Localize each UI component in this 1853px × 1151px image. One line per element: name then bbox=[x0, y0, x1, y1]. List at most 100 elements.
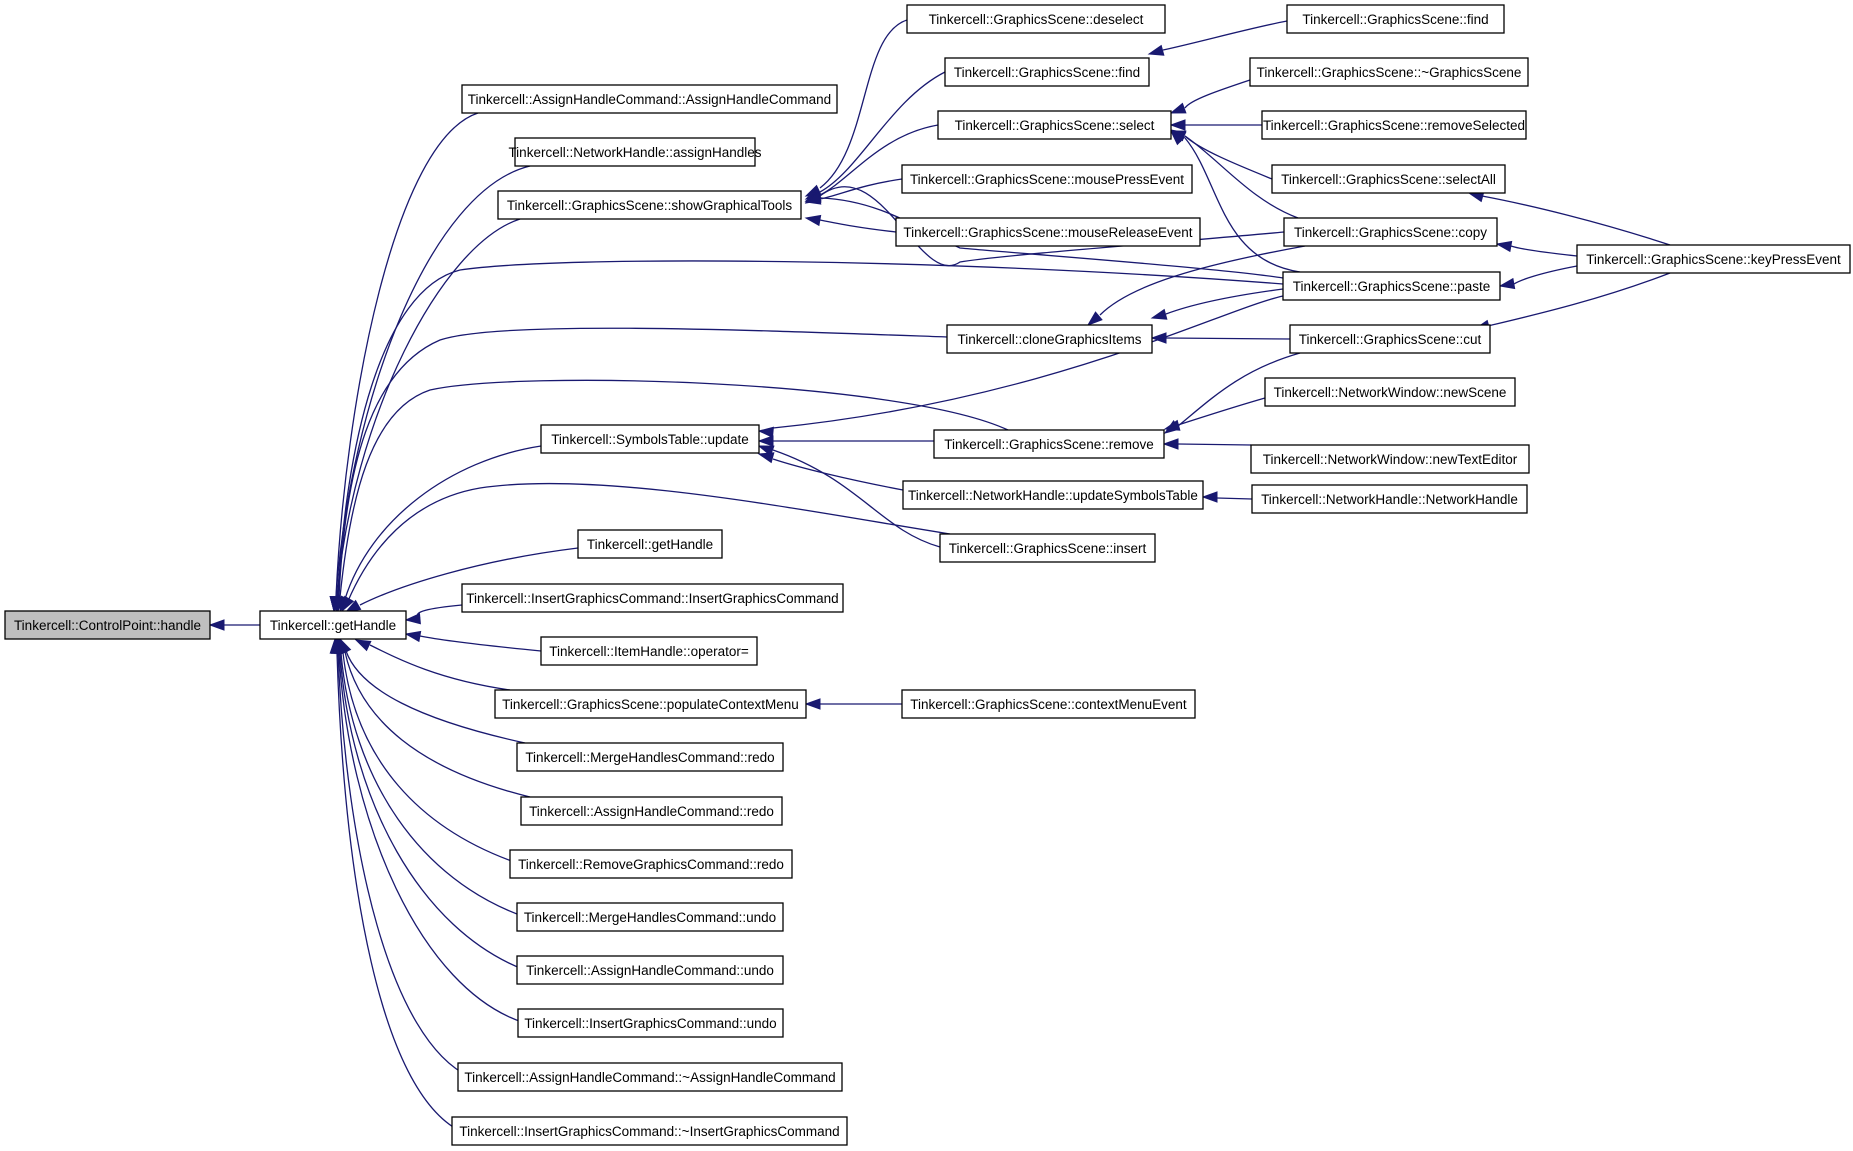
node-box[interactable] bbox=[895, 217, 1201, 247]
node-box[interactable] bbox=[1283, 217, 1498, 247]
node-box[interactable] bbox=[1264, 377, 1516, 407]
node-n22[interactable]: Tinkercell::NetworkWindow::newTextEditor bbox=[1250, 444, 1530, 474]
node-box[interactable] bbox=[1249, 57, 1529, 87]
edge-line bbox=[1184, 79, 1251, 109]
node-n5[interactable]: Tinkercell::GraphicsScene::deselect bbox=[906, 4, 1166, 34]
node-n8[interactable]: Tinkercell::GraphicsScene::mousePressEve… bbox=[901, 164, 1193, 194]
node-box[interactable] bbox=[516, 902, 784, 932]
node-n24[interactable]: Tinkercell::NetworkHandle::NetworkHandle bbox=[1251, 484, 1528, 514]
node-box[interactable] bbox=[906, 4, 1166, 34]
edge-line bbox=[344, 651, 531, 798]
node-n34[interactable]: Tinkercell::MergeHandlesCommand::undo bbox=[516, 902, 784, 932]
node-box[interactable] bbox=[1261, 110, 1527, 140]
node-n20[interactable]: Tinkercell::GraphicsScene::remove bbox=[933, 429, 1165, 459]
node-box[interactable] bbox=[516, 955, 784, 985]
node-box[interactable] bbox=[933, 429, 1165, 459]
node-n37[interactable]: Tinkercell::AssignHandleCommand::~Assign… bbox=[457, 1062, 843, 1092]
edge-n3-to-n1 bbox=[329, 165, 531, 613]
node-box[interactable] bbox=[494, 689, 807, 719]
node-n6[interactable]: Tinkercell::GraphicsScene::find bbox=[944, 57, 1150, 87]
node-box[interactable] bbox=[1289, 324, 1491, 354]
root-node-box[interactable] bbox=[4, 610, 211, 640]
edge-line bbox=[335, 165, 531, 598]
node-box[interactable] bbox=[1576, 244, 1851, 274]
node-n33[interactable]: Tinkercell::RemoveGraphicsCommand::redo bbox=[509, 849, 793, 879]
node-box[interactable] bbox=[540, 424, 760, 454]
node-box[interactable] bbox=[520, 796, 783, 826]
node-n4[interactable]: Tinkercell::GraphicsScene::showGraphical… bbox=[497, 190, 802, 220]
node-n7[interactable]: Tinkercell::GraphicsScene::select bbox=[937, 110, 1172, 140]
node-box[interactable] bbox=[1250, 444, 1530, 474]
node-n0[interactable]: Tinkercell::ControlPoint::handle bbox=[4, 610, 211, 640]
node-n12[interactable]: Tinkercell::GraphicsScene::removeSelecte… bbox=[1261, 110, 1527, 140]
node-n38[interactable]: Tinkercell::InsertGraphicsCommand::~Inse… bbox=[451, 1116, 848, 1146]
node-n15[interactable]: Tinkercell::GraphicsScene::paste bbox=[1282, 271, 1501, 301]
node-n17[interactable]: Tinkercell::GraphicsScene::keyPressEvent bbox=[1576, 244, 1851, 274]
node-box[interactable] bbox=[1286, 4, 1505, 34]
node-box[interactable] bbox=[540, 636, 758, 666]
node-n18[interactable]: Tinkercell::cloneGraphicsItems bbox=[946, 324, 1153, 354]
node-label: Tinkercell::getHandle bbox=[270, 618, 396, 633]
node-n11[interactable]: Tinkercell::GraphicsScene::~GraphicsScen… bbox=[1249, 57, 1529, 87]
arrowhead-icon bbox=[1169, 102, 1187, 114]
node-n25[interactable]: Tinkercell::GraphicsScene::insert bbox=[939, 533, 1156, 563]
arrowhead-icon bbox=[1150, 332, 1167, 344]
edge-n27-to-n1 bbox=[404, 604, 463, 625]
node-box[interactable] bbox=[902, 480, 1204, 510]
node-n23[interactable]: Tinkercell::NetworkHandle::updateSymbols… bbox=[902, 480, 1204, 510]
node-n9[interactable]: Tinkercell::GraphicsScene::mouseReleaseE… bbox=[895, 217, 1201, 247]
node-label: Tinkercell::GraphicsScene::populateConte… bbox=[502, 697, 799, 712]
node-n28[interactable]: Tinkercell::ItemHandle::operator= bbox=[540, 636, 758, 666]
node-box[interactable] bbox=[946, 324, 1153, 354]
node-box[interactable] bbox=[944, 57, 1150, 87]
node-n10[interactable]: Tinkercell::GraphicsScene::find bbox=[1286, 4, 1505, 34]
node-box[interactable] bbox=[1251, 484, 1528, 514]
node-box[interactable] bbox=[514, 137, 756, 167]
node-box[interactable] bbox=[937, 110, 1172, 140]
node-box[interactable] bbox=[461, 583, 844, 613]
node-box[interactable] bbox=[1282, 271, 1501, 301]
node-n1[interactable]: Tinkercell::getHandle bbox=[259, 610, 407, 640]
arrowhead-icon bbox=[1498, 277, 1516, 290]
arrowhead-icon bbox=[757, 435, 774, 447]
node-n13[interactable]: Tinkercell::GraphicsScene::selectAll bbox=[1271, 164, 1506, 194]
node-box[interactable] bbox=[939, 533, 1156, 563]
node-box[interactable] bbox=[516, 742, 784, 772]
node-box[interactable] bbox=[509, 849, 793, 879]
node-n26[interactable]: Tinkercell::getHandle bbox=[577, 529, 723, 559]
edge-line bbox=[336, 652, 461, 1132]
node-n31[interactable]: Tinkercell::MergeHandlesCommand::redo bbox=[516, 742, 784, 772]
node-n14[interactable]: Tinkercell::GraphicsScene::copy bbox=[1283, 217, 1498, 247]
arrowhead-icon bbox=[804, 214, 822, 227]
node-n19[interactable]: Tinkercell::SymbolsTable::update bbox=[540, 424, 760, 454]
node-label: Tinkercell::MergeHandlesCommand::undo bbox=[524, 910, 776, 925]
node-label: Tinkercell::GraphicsScene::remove bbox=[944, 437, 1154, 452]
node-box[interactable] bbox=[259, 610, 407, 640]
edge-line bbox=[772, 295, 1284, 429]
node-n27[interactable]: Tinkercell::InsertGraphicsCommand::Inser… bbox=[461, 583, 844, 613]
node-n35[interactable]: Tinkercell::AssignHandleCommand::undo bbox=[516, 955, 784, 985]
edge-n17-to-n16 bbox=[1473, 272, 1671, 331]
node-n29[interactable]: Tinkercell::GraphicsScene::populateConte… bbox=[494, 689, 807, 719]
node-n3[interactable]: Tinkercell::NetworkHandle::assignHandles bbox=[508, 137, 762, 167]
node-box[interactable] bbox=[451, 1116, 848, 1146]
node-box[interactable] bbox=[901, 689, 1196, 719]
node-n36[interactable]: Tinkercell::InsertGraphicsCommand::undo bbox=[517, 1008, 784, 1038]
node-n2[interactable]: Tinkercell::AssignHandleCommand::AssignH… bbox=[461, 84, 838, 114]
edge-n1-to-n0 bbox=[208, 619, 260, 631]
node-n16[interactable]: Tinkercell::GraphicsScene::cut bbox=[1289, 324, 1491, 354]
node-n30[interactable]: Tinkercell::GraphicsScene::contextMenuEv… bbox=[901, 689, 1196, 719]
node-n21[interactable]: Tinkercell::NetworkWindow::newScene bbox=[1264, 377, 1516, 407]
node-box[interactable] bbox=[497, 190, 802, 220]
edge-n35-to-n1 bbox=[332, 637, 526, 971]
node-box[interactable] bbox=[457, 1062, 843, 1092]
node-box[interactable] bbox=[461, 84, 838, 114]
edge-n15-to-n19 bbox=[757, 295, 1284, 438]
node-box[interactable] bbox=[1271, 164, 1506, 194]
node-box[interactable] bbox=[517, 1008, 784, 1038]
node-n32[interactable]: Tinkercell::AssignHandleCommand::redo bbox=[520, 796, 783, 826]
node-box[interactable] bbox=[901, 164, 1193, 194]
node-box[interactable] bbox=[577, 529, 723, 559]
node-label: Tinkercell::InsertGraphicsCommand::~Inse… bbox=[459, 1124, 839, 1139]
